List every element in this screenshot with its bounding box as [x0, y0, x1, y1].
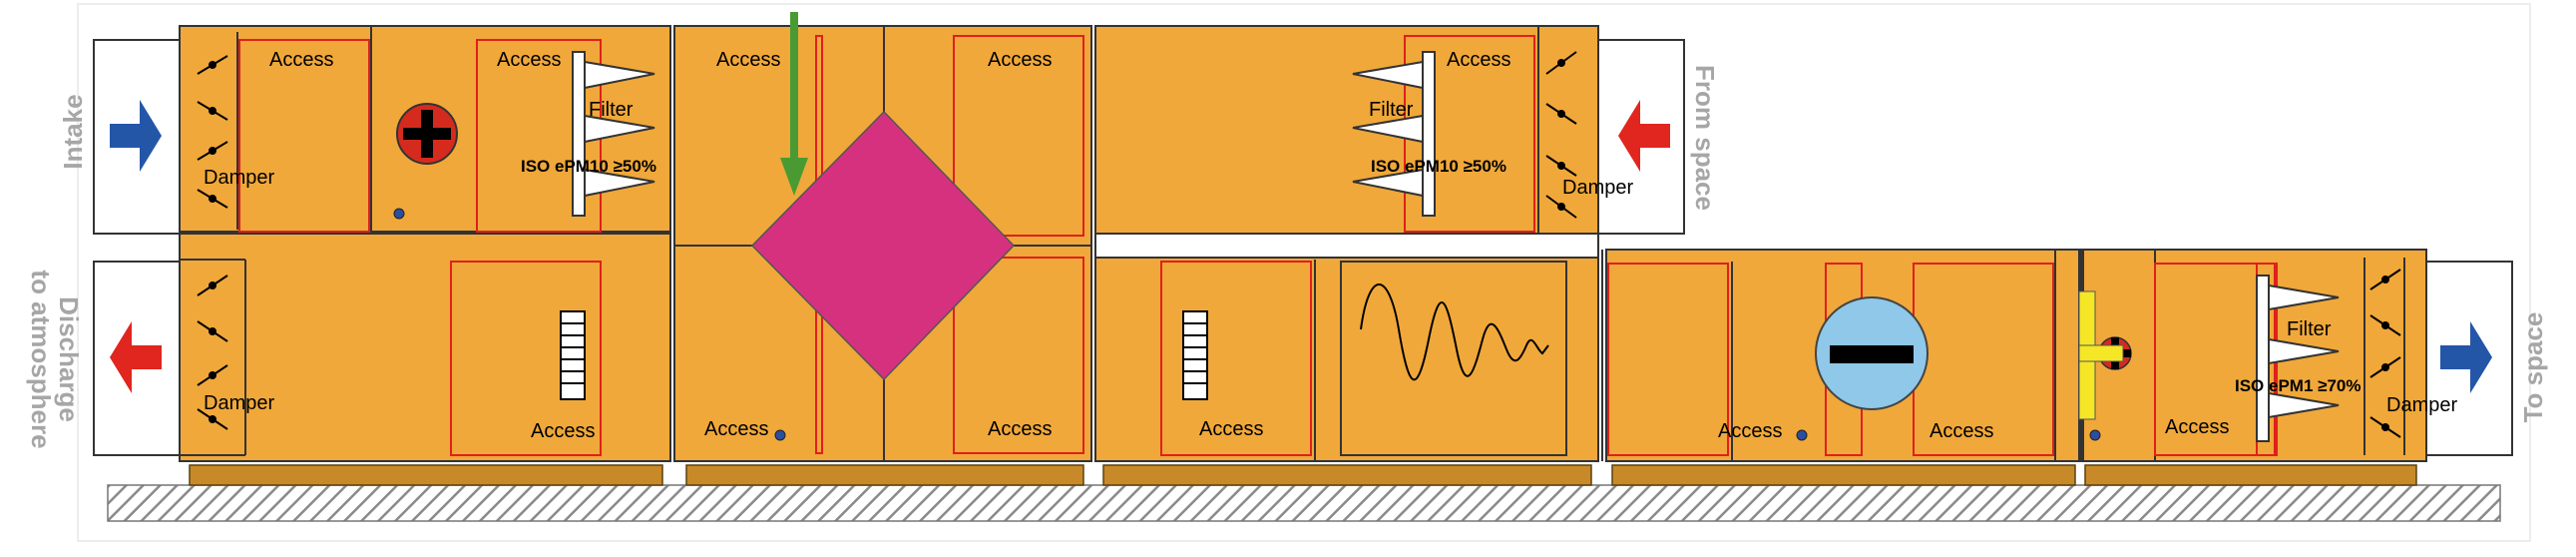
port-label-discharge-text: Dischargeto atmosphere [26, 270, 84, 448]
filter-class-label: ISO ePM1 ≥70% [2235, 376, 2361, 395]
floor-hatch [107, 484, 2501, 522]
port-label-discharge: Dischargeto atmosphere [26, 270, 84, 448]
access-label: Access [2165, 416, 2229, 438]
arrow-right-icon [2440, 321, 2492, 393]
access-label: Access [988, 49, 1052, 71]
section-3-lower [1094, 257, 1599, 462]
access-label: Access [497, 49, 561, 71]
cooler-minus-icon [1815, 296, 1929, 410]
access-label: Access [1718, 420, 1782, 442]
base-rails [189, 464, 2417, 486]
damper-frames [2363, 258, 2405, 455]
damper-label: Damper [204, 392, 274, 414]
status-dots [393, 208, 2101, 441]
access-label: Access [704, 418, 768, 440]
arrow-right-icon [110, 100, 162, 172]
filter-class-label: ISO ePM10 ≥50% [1371, 157, 1506, 176]
indicator-yellow-bar [2078, 344, 2124, 362]
damper-label: Damper [204, 167, 274, 189]
port-label-from-space: From space [1690, 65, 1720, 211]
damper-label: Damper [2386, 394, 2457, 416]
access-label: Access [716, 49, 780, 71]
heater-plus-icon [396, 103, 458, 165]
drain-grid-icon [560, 310, 1208, 400]
access-label: Access [1447, 49, 1510, 71]
sound-wave-icon [1340, 261, 1567, 456]
filter-label: Filter [2287, 318, 2332, 340]
damper-labels: Damper Damper Damper Damper [204, 167, 2457, 416]
access-label: Access [1199, 418, 1263, 440]
section-3-upper [1094, 25, 1599, 235]
heat-exchanger-icon [750, 110, 1016, 381]
arrow-left-icon [1618, 100, 1670, 172]
section-1-lower [179, 233, 671, 462]
access-label: Access [531, 420, 595, 442]
filter-class-label: ISO ePM10 ≥50% [521, 157, 656, 176]
damper-blades-icon [197, 51, 2401, 438]
access-label: Access [269, 49, 333, 71]
port-label-to-space: To space [2518, 312, 2548, 423]
filter-class-labels: ISO ePM10 ≥50% ISO ePM10 ≥50% ISO ePM1 ≥… [521, 157, 2361, 395]
port-label-intake: Intake [58, 94, 88, 169]
section-5-lower [2082, 249, 2427, 462]
arrow-down-icon [780, 12, 808, 196]
arrow-left-icon [110, 321, 162, 393]
access-labels: Access Access Access Access Access Acces… [269, 49, 2229, 442]
filter-label: Filter [1369, 99, 1414, 121]
access-label: Access [988, 418, 1052, 440]
damper-label: Damper [1562, 177, 1633, 199]
filter-labels: Filter Filter Filter [589, 99, 2332, 340]
diagram-frame [77, 3, 2531, 542]
bag-filter-icon [572, 51, 2340, 442]
access-label: Access [1930, 420, 1993, 442]
filter-label: Filter [589, 99, 634, 121]
